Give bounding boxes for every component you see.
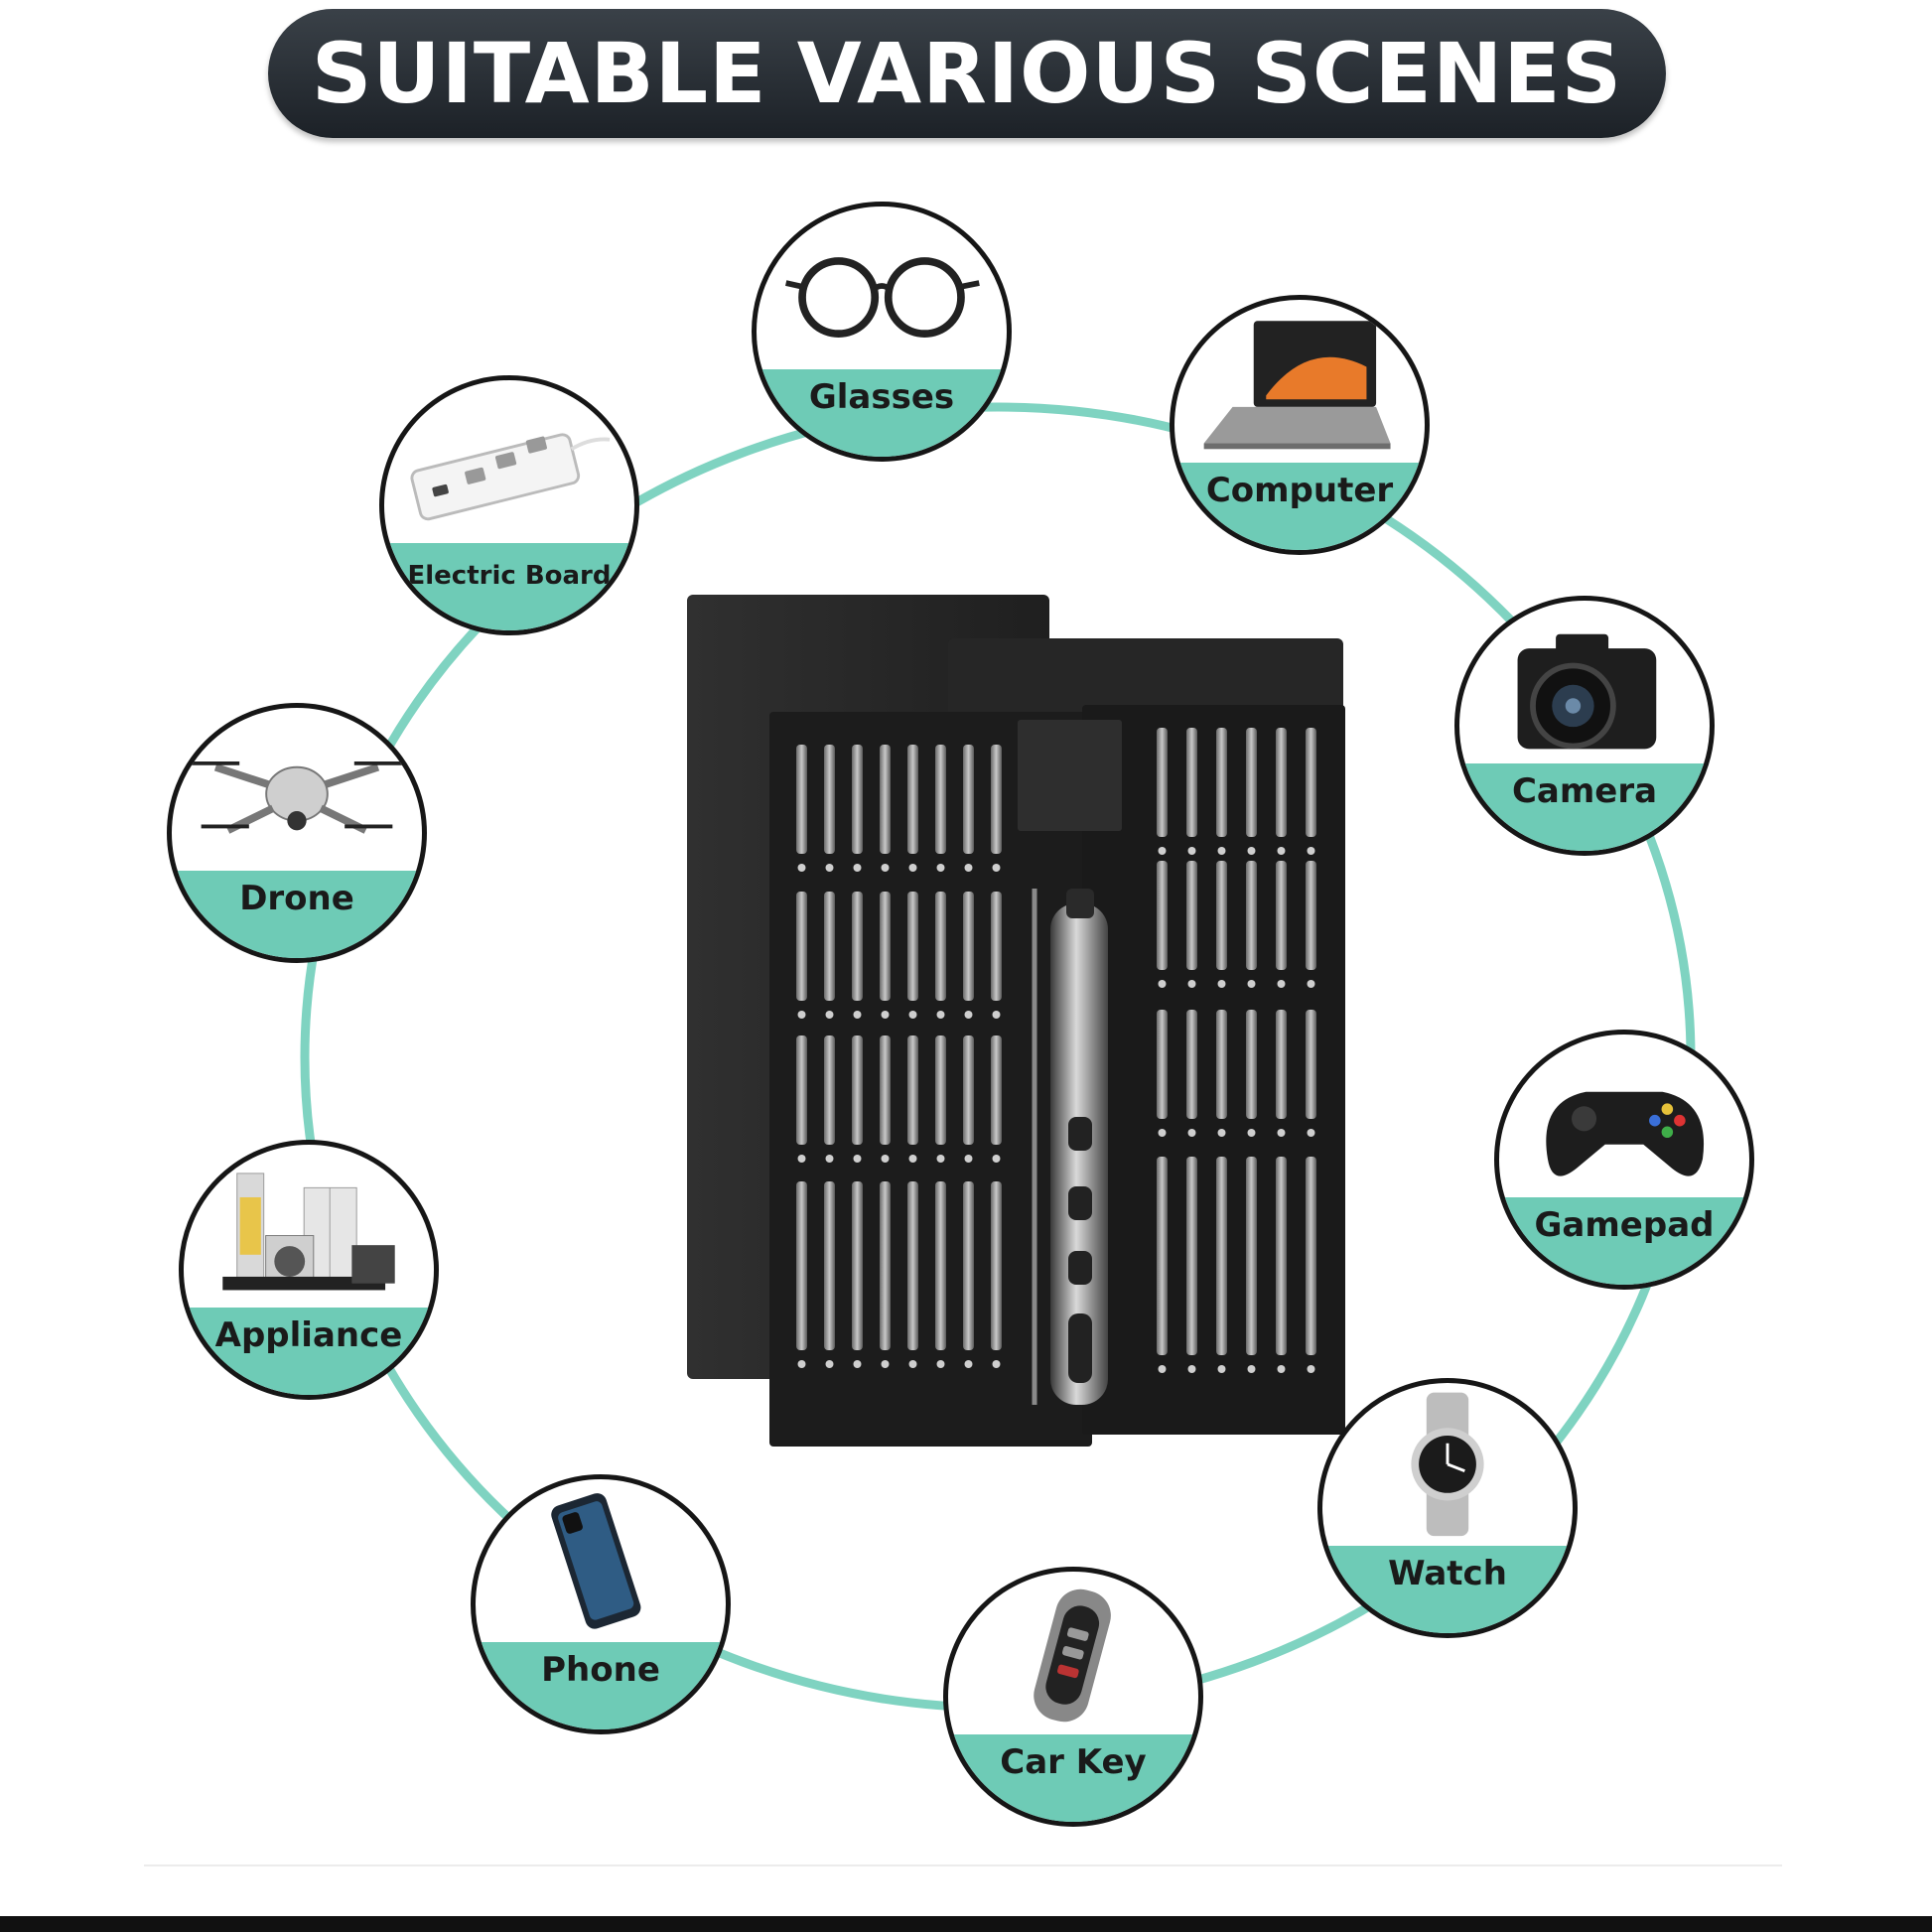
appliance-icon: [222, 1173, 395, 1291]
label-band: [1174, 462, 1425, 550]
bottom-edge: [0, 1916, 1932, 1932]
title-banner: SUITABLE VARIOUS SCENES: [268, 9, 1666, 138]
label-band: [384, 542, 634, 630]
scene-appliance: Appliance: [179, 1140, 439, 1400]
gamepad-icon: [1546, 1091, 1705, 1176]
banner-title: SUITABLE VARIOUS SCENES: [311, 25, 1623, 122]
scene-phone: Phone: [471, 1474, 731, 1734]
scene-label: Drone: [239, 878, 354, 918]
camera-icon: [1517, 633, 1657, 750]
label-band: [1499, 1196, 1749, 1285]
scene-drone: Drone: [167, 703, 427, 963]
divider: [144, 1864, 1782, 1866]
scene-label: Car Key: [1000, 1741, 1147, 1782]
car-key-icon: [1034, 1588, 1111, 1723]
glasses-icon: [785, 257, 980, 339]
phone-icon: [551, 1493, 641, 1629]
watch-icon: [1411, 1392, 1484, 1537]
scene-label: Camera: [1511, 770, 1658, 811]
scene-label: Electric Board: [407, 560, 612, 591]
scene-electric-board: Electric Board: [379, 375, 639, 635]
label-band: [757, 368, 1007, 457]
scene-label: Computer: [1205, 470, 1394, 510]
scene-label: Phone: [541, 1649, 660, 1690]
screwdriver-kit-image: [687, 595, 1345, 1447]
laptop-icon: [1203, 321, 1391, 450]
label-band: [1322, 1545, 1573, 1633]
scene-gamepad: Gamepad: [1494, 1030, 1754, 1290]
scene-camera: Camera: [1454, 596, 1715, 856]
scene-computer: Computer: [1170, 295, 1430, 555]
scene-label: Watch: [1388, 1553, 1507, 1593]
scene-label: Glasses: [808, 376, 955, 417]
label-band: [1459, 762, 1710, 851]
label-band: [184, 1307, 434, 1395]
label-band: [172, 870, 422, 958]
drone-icon: [192, 760, 402, 834]
scene-label: Gamepad: [1534, 1204, 1715, 1245]
scene-label: Appliance: [214, 1314, 403, 1355]
label-band: [476, 1641, 726, 1729]
power-strip-icon: [410, 433, 611, 521]
scene-watch: Watch: [1317, 1378, 1578, 1638]
scene-car-key: Car Key: [943, 1567, 1203, 1827]
label-band: [948, 1733, 1198, 1822]
scene-glasses: Glasses: [752, 202, 1012, 462]
